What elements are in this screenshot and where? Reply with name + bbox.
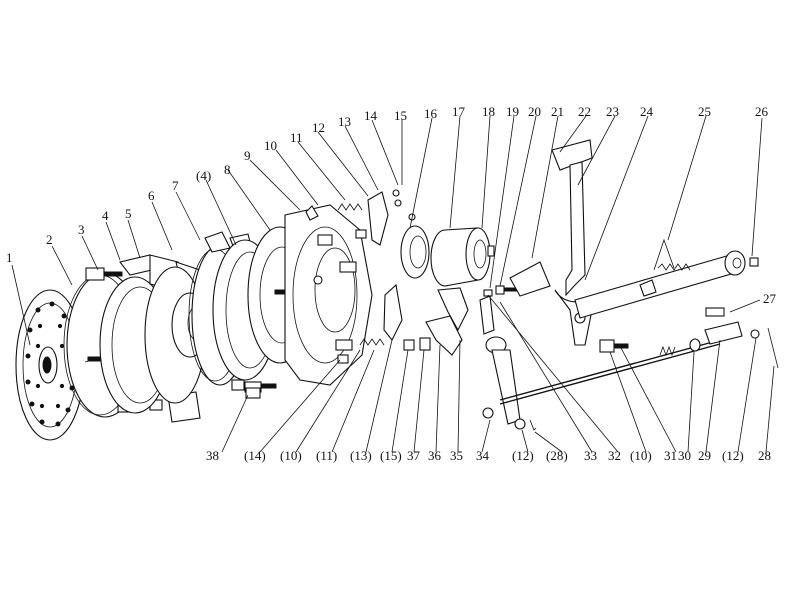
return-spring — [653, 238, 691, 271]
clutch-pedal — [551, 139, 593, 346]
label-5: 5 — [125, 206, 132, 221]
label-17: 17 — [452, 104, 466, 119]
leader-lines — [11, 115, 775, 453]
springs-and-pins — [244, 203, 385, 393]
label-14-ref: (14) — [244, 448, 266, 463]
label-28: 28 — [758, 448, 771, 463]
label-22: 22 — [578, 104, 591, 119]
label-13-ref: (13) — [350, 448, 372, 463]
label-28-ref: (28) — [546, 448, 568, 463]
label-26: 26 — [755, 104, 769, 119]
label-32: 32 — [608, 448, 621, 463]
label-33: 33 — [584, 448, 597, 463]
top-labels: 1 2 3 4 5 6 7 (4) 8 9 10 11 12 13 14 15 … — [6, 104, 777, 306]
label-30: 30 — [678, 448, 691, 463]
label-9: 9 — [244, 148, 251, 163]
release-sleeve — [430, 227, 495, 287]
release-fork — [425, 287, 537, 431]
label-10-ref-b: (10) — [630, 448, 652, 463]
label-21: 21 — [551, 104, 564, 119]
label-14: 14 — [364, 108, 378, 123]
parts-drawing — [15, 139, 779, 441]
part-38 — [231, 379, 261, 399]
label-19: 19 — [506, 104, 519, 119]
bottom-labels: 38 (14) (10) (11) (13) (15) 37 36 35 34 … — [206, 448, 771, 463]
label-1: 1 — [6, 250, 13, 265]
label-4-ref: (4) — [196, 168, 211, 183]
label-27: 27 — [763, 291, 777, 306]
release-bearing — [400, 225, 430, 279]
label-2: 2 — [46, 232, 53, 247]
label-12: 12 — [312, 120, 325, 135]
label-15-ref: (15) — [380, 448, 402, 463]
label-37: 37 — [407, 448, 421, 463]
label-7: 7 — [172, 178, 179, 193]
label-25: 25 — [698, 104, 711, 119]
label-31: 31 — [664, 448, 677, 463]
label-13: 13 — [338, 114, 351, 129]
label-10: 10 — [264, 138, 277, 153]
label-24: 24 — [640, 104, 654, 119]
label-35: 35 — [450, 448, 463, 463]
label-4: 4 — [102, 208, 109, 223]
label-29: 29 — [698, 448, 711, 463]
bolts-31 — [599, 339, 629, 353]
label-20: 20 — [528, 104, 541, 119]
bracket-bolts — [483, 261, 551, 297]
label-36: 36 — [428, 448, 442, 463]
label-38: 38 — [206, 448, 219, 463]
label-15: 15 — [394, 108, 407, 123]
label-3: 3 — [78, 222, 85, 237]
release-levers — [367, 189, 431, 351]
label-11: 11 — [290, 130, 303, 145]
label-12-ref: (12) — [512, 448, 534, 463]
label-18: 18 — [482, 104, 495, 119]
pedal-shaft — [574, 250, 759, 319]
label-8: 8 — [224, 162, 231, 177]
label-23: 23 — [606, 104, 619, 119]
label-34: 34 — [476, 448, 490, 463]
label-16: 16 — [424, 106, 438, 121]
label-12-ref-b: (12) — [722, 448, 744, 463]
linkage-rod — [499, 321, 779, 405]
clutch-cover — [284, 204, 373, 386]
pin-27 — [705, 307, 725, 317]
label-10-ref: (10) — [280, 448, 302, 463]
label-11-ref: (11) — [316, 448, 337, 463]
label-6: 6 — [148, 188, 155, 203]
